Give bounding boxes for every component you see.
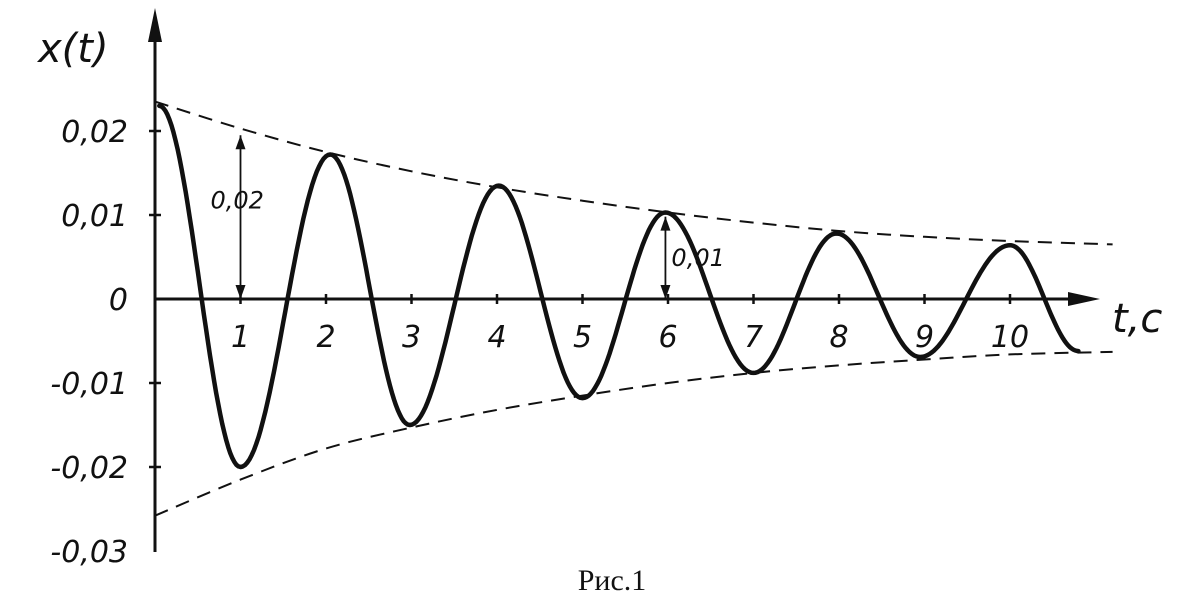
- y-tick-label: -0,01: [50, 367, 128, 402]
- y-tick-label: -0,02: [50, 451, 128, 486]
- x-tick-label: 6: [658, 320, 677, 355]
- x-axis-arrow: [1068, 292, 1100, 306]
- upper-envelope-line: [154, 100, 1113, 246]
- y-tick-label: 0: [109, 283, 128, 318]
- figure-caption: Рис.1: [578, 564, 647, 597]
- x-tick-label: 2: [316, 320, 335, 355]
- x-tick-label: 8: [829, 320, 848, 355]
- annotation-arrow-head-bottom: [660, 285, 671, 299]
- x-tick-label: 1: [231, 320, 250, 355]
- annotation-label: 0,02: [211, 186, 264, 214]
- y-tick-label: -0,03: [50, 535, 128, 570]
- y-tick-label: 0,02: [61, 115, 128, 150]
- oscillation-curve: [157, 103, 1081, 470]
- lower-envelope-line: [154, 350, 1113, 517]
- y-tick-label: 0,01: [61, 199, 128, 234]
- x-tick-label: 3: [402, 320, 421, 355]
- envelope-lines: [154, 100, 1113, 517]
- annotation-label: 0,01: [671, 244, 724, 272]
- axes: [148, 8, 1100, 552]
- annotation-arrow-head-top: [660, 216, 671, 231]
- y-axis-arrow: [148, 8, 162, 42]
- x-axis-label: t,c: [1112, 296, 1162, 342]
- y-axis-label: x(t): [36, 26, 109, 72]
- x-tick-label: 9: [915, 320, 934, 355]
- tick-labels: 1 2 3 4 5 6 7 8 9 10 0,02 0,01 0 -0,01 -0,02 -0,03: [50, 115, 1029, 570]
- annotation-arrow-head-top: [235, 135, 246, 150]
- x-tick-label: 10: [991, 320, 1029, 355]
- annotation-arrow-head-bottom: [235, 285, 246, 299]
- oscillation-curve-group: [157, 103, 1081, 470]
- x-tick-label: 4: [487, 320, 506, 355]
- x-tick-label: 7: [744, 320, 763, 355]
- annotations: 0,02 0,01: [211, 135, 725, 299]
- x-tick-label: 5: [573, 320, 592, 355]
